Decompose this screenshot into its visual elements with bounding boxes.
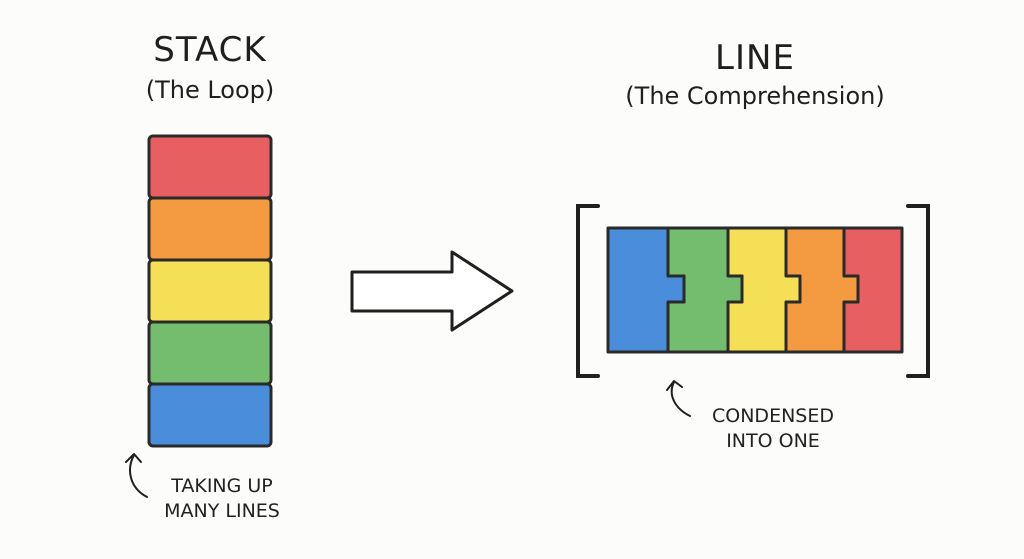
line-note: CONDENSED INTO ONE: [698, 404, 848, 454]
stack-note-line1: TAKING UP: [171, 475, 273, 497]
line-subtitle: (The Comprehension): [625, 82, 885, 110]
right-arrow-icon: [350, 250, 514, 332]
stack-blocks: [147, 134, 273, 448]
puzzle-piece-blue: [606, 226, 686, 354]
curved-arrow-icon: [666, 380, 691, 417]
stack-note: TAKING UP MANY LINES: [152, 474, 292, 524]
stack-block-yellow: [147, 258, 273, 324]
line-note-line1: CONDENSED: [712, 405, 834, 427]
stack-block-blue: [147, 382, 273, 448]
line-title: LINE: [715, 38, 795, 78]
stack-note-line2: MANY LINES: [164, 500, 280, 522]
left-bracket: [576, 204, 600, 378]
line-note-line2: INTO ONE: [726, 430, 820, 452]
right-bracket: [906, 204, 930, 378]
stack-block-red: [147, 134, 273, 200]
stack-title: STACK: [153, 30, 267, 70]
curved-arrow-icon: [125, 453, 148, 498]
stack-block-orange: [147, 196, 273, 262]
line-pieces: [606, 226, 904, 354]
stack-block-green: [147, 320, 273, 386]
stack-subtitle: (The Loop): [145, 76, 275, 104]
